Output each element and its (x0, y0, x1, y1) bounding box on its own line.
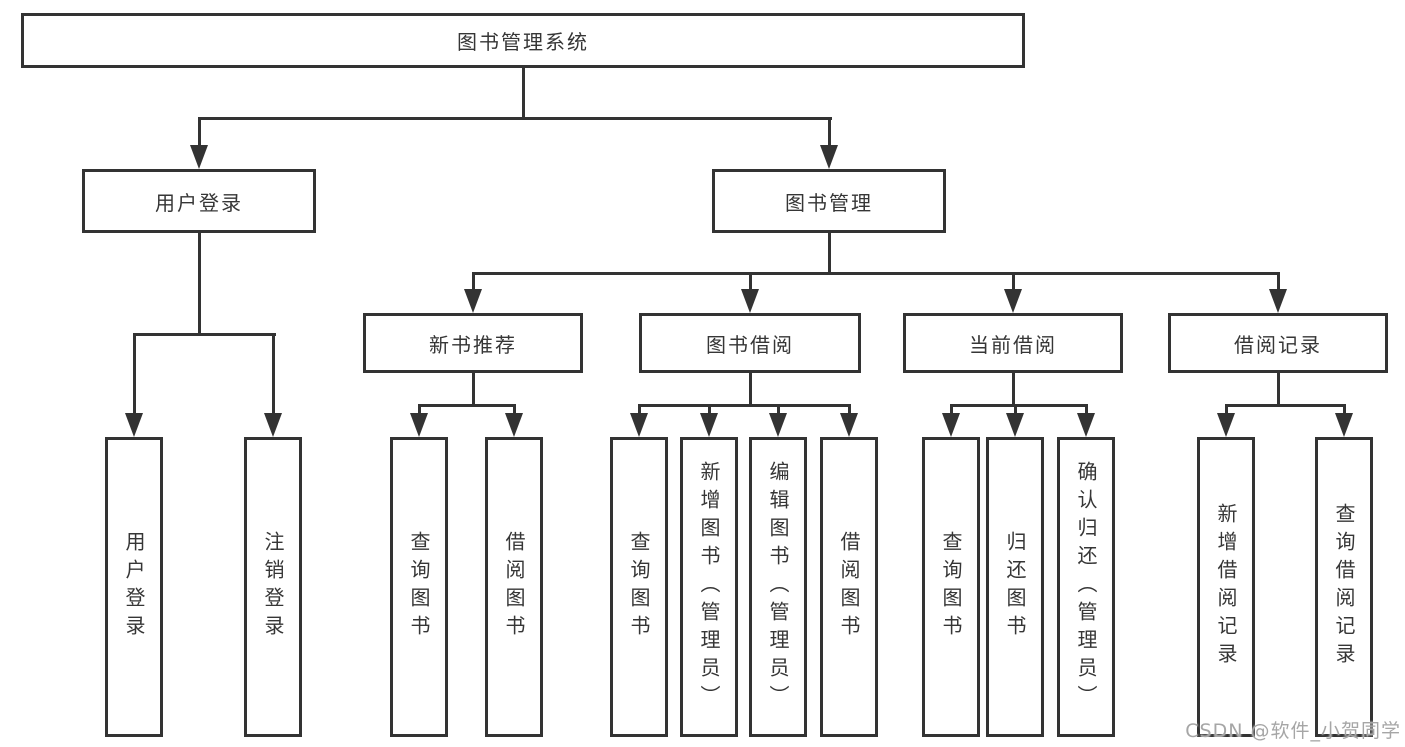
connector-vline (272, 333, 275, 417)
connector-vline (1277, 373, 1280, 407)
arrow-down-icon (840, 413, 858, 437)
node-book-management: 图书管理 (712, 169, 946, 233)
connector-vline (1085, 404, 1088, 418)
arrow-down-icon (820, 145, 838, 169)
connector-vline (472, 272, 475, 292)
connector-hline (198, 117, 832, 120)
connector-vline (749, 373, 752, 407)
connector-vline (133, 333, 136, 417)
arrow-down-icon (190, 145, 208, 169)
arrow-down-icon (630, 413, 648, 437)
node-new-book-recommend: 新书推荐 (363, 313, 583, 373)
arrow-down-icon (1006, 413, 1024, 437)
node-leaf-add-borrow-record: 新增借阅记录 (1197, 437, 1255, 737)
connector-vline (848, 404, 851, 418)
arrow-down-icon (464, 289, 482, 313)
connector-vline (950, 404, 953, 418)
node-leaf-query-borrow-record: 查询借阅记录 (1315, 437, 1373, 737)
connector-hline (472, 272, 1280, 275)
connector-vline (1277, 272, 1280, 292)
arrow-down-icon (125, 413, 143, 437)
connector-vline (1225, 404, 1228, 418)
connector-vline (708, 404, 711, 418)
connector-vline (1012, 272, 1015, 292)
watermark: CSDN @软件_小贺同学 (1185, 720, 1401, 742)
node-leaf-confirm-return-admin: 确认归还（管理员） (1057, 437, 1115, 737)
arrow-down-icon (1217, 413, 1235, 437)
connector-vline (198, 233, 201, 336)
connector-vline (1343, 404, 1346, 418)
node-leaf-query-book-2: 查询图书 (610, 437, 668, 737)
arrow-down-icon (410, 413, 428, 437)
arrow-down-icon (741, 289, 759, 313)
connector-hline (1225, 404, 1345, 407)
connector-vline (418, 404, 421, 418)
connector-hline (418, 404, 516, 407)
connector-vline (1012, 373, 1015, 407)
connector-vline (522, 68, 525, 120)
arrow-down-icon (769, 413, 787, 437)
node-current-borrow: 当前借阅 (903, 313, 1123, 373)
arrow-down-icon (700, 413, 718, 437)
arrow-down-icon (1077, 413, 1095, 437)
arrow-down-icon (1269, 289, 1287, 313)
arrow-down-icon (1004, 289, 1022, 313)
arrow-down-icon (1335, 413, 1353, 437)
arrow-down-icon (505, 413, 523, 437)
node-borrow-record: 借阅记录 (1168, 313, 1388, 373)
node-leaf-borrow-book-1: 借阅图书 (485, 437, 543, 737)
connector-vline (638, 404, 641, 418)
node-leaf-borrow-book-2: 借阅图书 (820, 437, 878, 737)
node-leaf-logout: 注销登录 (244, 437, 302, 737)
connector-vline (828, 117, 831, 149)
connector-vline (749, 272, 752, 292)
connector-hline (950, 404, 1087, 407)
connector-vline (198, 117, 201, 149)
arrow-down-icon (264, 413, 282, 437)
connector-vline (513, 404, 516, 418)
connector-vline (777, 404, 780, 418)
node-leaf-query-book-1: 查询图书 (390, 437, 448, 737)
node-user-login: 用户登录 (82, 169, 316, 233)
node-book-borrow: 图书借阅 (639, 313, 861, 373)
connector-vline (472, 373, 475, 407)
node-leaf-user-login: 用户登录 (105, 437, 163, 737)
connector-vline (1014, 404, 1017, 418)
node-leaf-add-book-admin: 新增图书（管理员） (680, 437, 738, 737)
arrow-down-icon (942, 413, 960, 437)
node-root-system: 图书管理系统 (21, 13, 1025, 68)
connector-hline (638, 404, 850, 407)
node-leaf-return-book: 归还图书 (986, 437, 1044, 737)
node-leaf-edit-book-admin: 编辑图书（管理员） (749, 437, 807, 737)
connector-hline (133, 333, 276, 336)
connector-vline (828, 233, 831, 275)
node-leaf-query-book-3: 查询图书 (922, 437, 980, 737)
